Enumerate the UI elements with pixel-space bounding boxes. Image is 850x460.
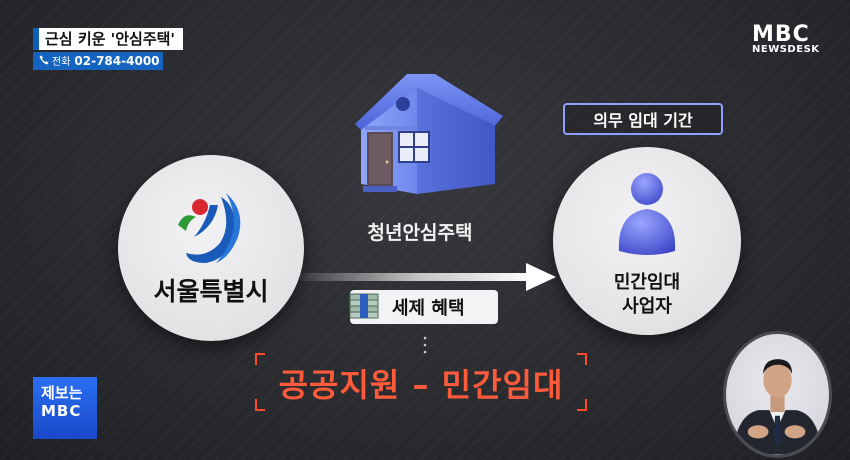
- phone-icon: [39, 55, 49, 65]
- report-badge: 제보는 MBC: [33, 377, 97, 439]
- bracket-corner: [255, 399, 265, 411]
- person-icon: [618, 173, 676, 255]
- tax-benefit-tag: 세제 혜택: [349, 290, 498, 324]
- operator-label-line2: 사업자: [622, 296, 672, 317]
- operator-label: 민간임대 사업자: [553, 271, 741, 319]
- house-label: 청년안심주택: [367, 222, 473, 244]
- report-badge-line1: 제보는: [41, 384, 83, 402]
- broadcaster-logo: MBC NEWSDESK: [752, 22, 820, 55]
- dotted-connector: [423, 336, 427, 354]
- logo-program: NEWSDESK: [752, 44, 820, 55]
- private-operator-circle: 민간임대 사업자: [553, 147, 741, 335]
- sign-language-interpreter: [723, 331, 832, 458]
- interpreter-figure: [733, 359, 822, 455]
- tax-benefit-label: 세제 혜택: [392, 298, 465, 319]
- caption-title: 근심 키운 '안심주택': [33, 28, 184, 50]
- public-private-rental-highlight: 공공지원 – 민간임대: [255, 353, 587, 411]
- money-stack-icon: [349, 293, 379, 319]
- report-badge-line2: MBC: [41, 402, 82, 420]
- obligation-period-tag: 의무 임대 기간: [563, 103, 723, 135]
- bracket-corner: [255, 353, 265, 365]
- bracket-corner: [577, 353, 587, 365]
- highlight-text: 공공지원 – 민간임대: [278, 366, 564, 404]
- seoul-name-label: 서울특별시: [153, 277, 269, 306]
- phone-number: 02-784-4000: [74, 54, 160, 68]
- seoul-symbol: [178, 193, 241, 263]
- phone-label: 전화: [52, 57, 71, 68]
- logo-brand: MBC: [752, 22, 810, 47]
- house-icon: [355, 74, 503, 194]
- operator-label-line1: 민간임대: [613, 272, 681, 293]
- seoul-city-circle: 서울특별시: [118, 155, 304, 341]
- bracket-corner: [577, 399, 587, 411]
- arrow-right-icon: [300, 263, 556, 291]
